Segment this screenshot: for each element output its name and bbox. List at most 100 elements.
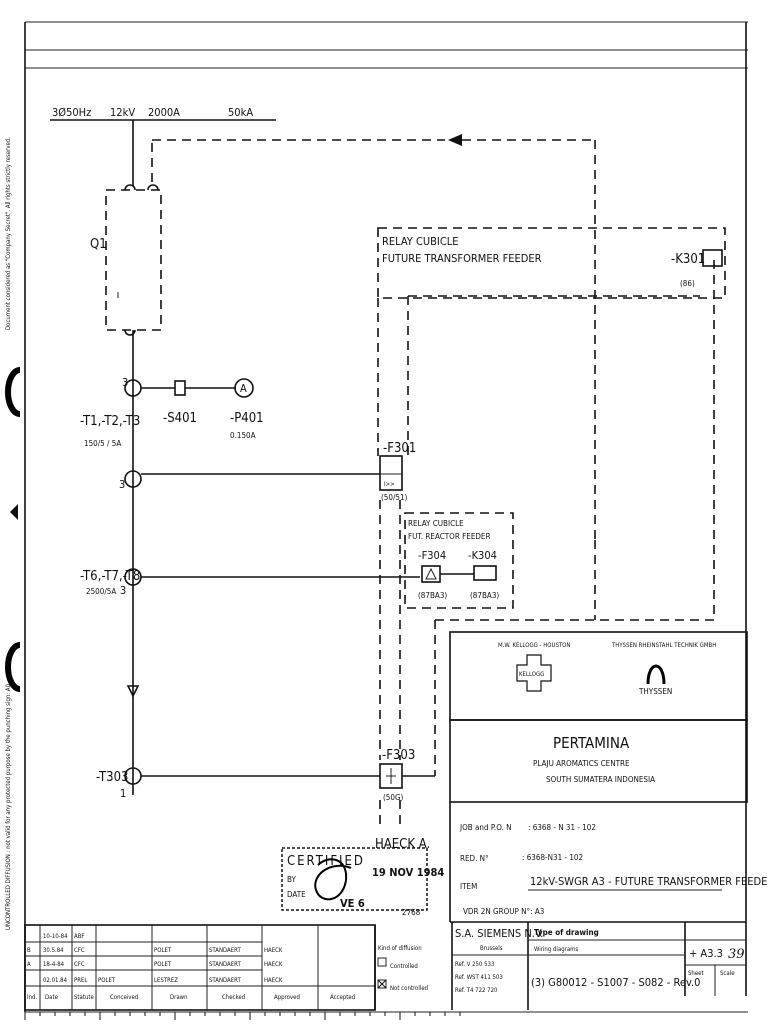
breaker-q1 (105, 189, 162, 331)
svg-text:KELLOGG: KELLOGG (519, 671, 544, 678)
item-label: ITEM (460, 882, 477, 891)
ref-v: Ref. V 250 533 (455, 961, 494, 968)
ct-neutral-tag: -T303 (96, 770, 129, 785)
stamp-scribble (314, 858, 352, 901)
job-label: JOB and P.O. N (459, 823, 512, 832)
revision-cell-approved: HAECK (264, 977, 283, 984)
revision-cell-rev: B (27, 947, 31, 954)
bottom-ruler (24, 1012, 461, 1020)
margin-note-top: Document considered as "Company Secret".… (5, 137, 12, 330)
relay-f301-code: (50/51) (381, 493, 408, 502)
relay-k304-code: (87BA3) (470, 591, 499, 600)
switch-s401-label: -S401 (163, 411, 197, 426)
engineer-signature: HAECK A. (375, 837, 430, 852)
vdr-label: VDR 2N GROUP N°: A3 (463, 907, 544, 916)
ammeter-p401-tag: -P401 (230, 411, 264, 426)
logo-block: M.W. KELLOGG - HOUSTON THYSSEN RHEINSTAH… (449, 631, 748, 721)
supply-busbar: 3Ø50Hz 12kV 2000A 50kA (50, 106, 276, 121)
controlled-label: Controlled (390, 963, 418, 970)
stamp-num: 2768 (402, 908, 421, 917)
project-name: PLAJU AROMATICS CENTRE (533, 759, 630, 768)
margin-note-bottom: UNCONTROLLED DIFFUSION : not valid for a… (5, 683, 12, 930)
relay-f304-code: (87BA3) (418, 591, 447, 600)
ct-reactor-n: 3 (120, 584, 126, 597)
revision-cell-checked: STANDAERT (209, 977, 241, 984)
relay-k301-symbol (702, 249, 723, 267)
relay-cubicle-2-title: RELAY CUBICLE (408, 519, 464, 528)
red-value: : 6368-N31 - 102 (522, 853, 583, 862)
ref-w: Ref. WST 411 503 (455, 974, 503, 981)
stamp-date-label: DATE (287, 890, 306, 899)
revision-cell-approved: HAECK (264, 947, 283, 954)
revision-cell-drawn: LESTREZ (154, 977, 178, 984)
kellogg-logo: KELLOGG (516, 654, 552, 692)
ct-main-n2: 3 (119, 478, 125, 491)
revision-header: Conceived (110, 994, 138, 1001)
certified-stamp: CERTIFIED BY DATE 19 NOV 1984 VE 6 2768 (281, 847, 444, 917)
revision-cell-rev: A (27, 961, 31, 968)
main-feeder: Q1 3 -T1,-T2,-T3 150/5 / 5A A -S401 -P40… (80, 120, 420, 800)
revision-header: Statute (74, 994, 95, 1001)
revision-header: Checked (222, 994, 245, 1001)
thyssen-logo: THYSSEN (638, 664, 672, 696)
revision-header: Ind. (27, 994, 37, 1001)
ref-t: Ref. T4 722 720 (455, 987, 498, 994)
relay-f303-tag: -F303 (382, 748, 415, 763)
job-info-block: JOB and P.O. N : 6368 - N 31 - 102 RED. … (449, 802, 768, 922)
ct-main-ratio: 150/5 / 5A (84, 439, 121, 448)
revision-cell-conceived: POLET (98, 977, 116, 984)
ct-reactor-ratio: 2500/5A (86, 587, 116, 596)
ammeter-symbol: A (240, 382, 247, 395)
ct-reactor-tag: -T6,-T7,-T8 (80, 569, 140, 584)
revision-header: Approved (274, 994, 300, 1001)
sheet-label: Sheet (688, 970, 704, 977)
ct-main-tag: -T1,-T2,-T3 (80, 414, 140, 429)
relay-f301-tag: -F301 (383, 441, 416, 456)
stamp-certified: CERTIFIED (287, 854, 365, 869)
not-controlled-label: Not controlled (390, 985, 428, 992)
relay-k304-tag: -K304 (468, 549, 497, 562)
revision-header: Drawn (170, 994, 188, 1001)
revision-header: Date (45, 994, 59, 1001)
revision-cell-approved: HAECK (264, 961, 283, 968)
sheet-number: 39 (728, 947, 745, 962)
revision-cell-drawn: POLET (154, 961, 172, 968)
relay-f303-code: (50G) (383, 793, 404, 802)
relay-k304-symbol (473, 565, 497, 581)
supply-current: 2000A (148, 106, 180, 119)
siemens-name: S.A. SIEMENS N.V. (455, 927, 543, 940)
svg-text:THYSSEN: THYSSEN (638, 687, 672, 696)
punch-mark-bottom (5, 642, 21, 692)
supply-voltage: 12kV (110, 106, 135, 119)
cable-end-arrow (126, 685, 140, 698)
diffusion-title: Kind of diffusion (378, 945, 422, 952)
stamp-ve: VE 6 (340, 897, 365, 910)
revision-cell-status: CFC (74, 947, 85, 954)
kellogg-company: M.W. KELLOGG - HOUSTON (498, 642, 570, 649)
center-mark (10, 504, 18, 520)
client-block: PERTAMINA PLAJU AROMATICS CENTRE SOUTH S… (449, 719, 748, 803)
red-label: RED. N° (460, 854, 489, 863)
client-name: PERTAMINA (553, 734, 630, 752)
controlled-checkbox (377, 957, 387, 967)
ammeter-p401-symbol (234, 378, 254, 398)
job-value: : 6368 - N 31 - 102 (528, 823, 596, 832)
revision-cell-date: 02.01.84 (43, 977, 68, 984)
control-circuit (151, 134, 715, 830)
diffusion-block: Kind of diffusion Controlled Not control… (374, 925, 428, 1010)
relay-f303: -F303 (50G) (379, 748, 435, 802)
revision-cell-status: ABF (74, 933, 85, 940)
revision-cell-checked: STANDAERT (209, 947, 241, 954)
revision-cell-drawn: POLET (154, 947, 172, 954)
punch-mark-top (5, 367, 21, 417)
stamp-date: 19 NOV 1984 (372, 866, 444, 879)
relay-cubicle-1-title: RELAY CUBICLE (382, 235, 459, 248)
switch-s401-symbol (174, 380, 186, 396)
siemens-city: Brussels (480, 945, 503, 952)
not-controlled-checkbox (377, 979, 387, 989)
scale-label: Scale (720, 970, 735, 977)
drawing-number: (3) G80012 - S1007 - S082 - Rev.0 (531, 976, 700, 989)
ammeter-p401-range: 0.150A (230, 431, 256, 440)
revision-cell-date: 30.5.84 (43, 947, 64, 954)
